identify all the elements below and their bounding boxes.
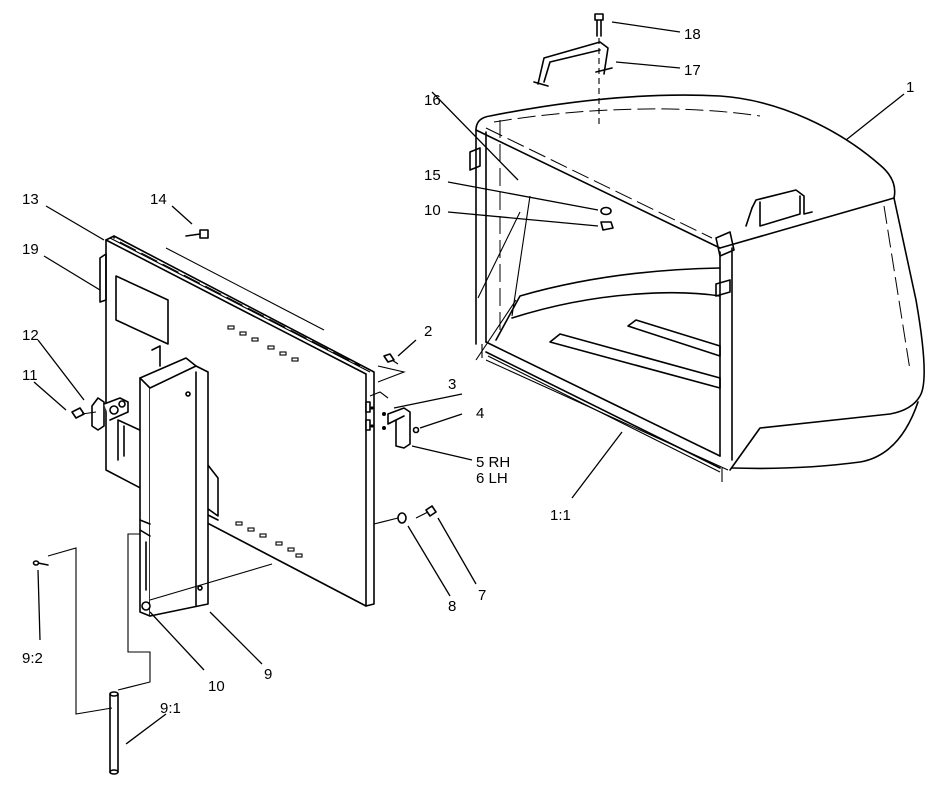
hinge-pin-9-1 — [109, 691, 119, 775]
callout-13: 13 — [22, 191, 39, 208]
callout-2: 2 — [424, 323, 432, 340]
grass-bag-hopper — [469, 94, 925, 482]
callout-10-top: 10 — [424, 202, 441, 219]
callout-17: 17 — [684, 62, 701, 79]
clip-12 — [91, 397, 129, 431]
callout-18: 18 — [684, 26, 701, 43]
bolt-11 — [71, 405, 119, 419]
callout-12: 12 — [22, 327, 39, 344]
callout-1-1: 1:1 — [550, 507, 571, 524]
callout-11: 11 — [22, 367, 38, 384]
washer-15 — [600, 206, 612, 216]
callout-8: 8 — [448, 598, 456, 615]
nut-10-panel — [141, 601, 151, 611]
nut-10-top — [600, 221, 614, 231]
callout-7: 7 — [478, 587, 486, 604]
callout-9: 9 — [264, 666, 272, 683]
rear-door-panel — [99, 235, 375, 607]
callout-5-rh: 5 RH — [476, 454, 510, 471]
leader-lines — [33, 21, 905, 745]
callout-16: 16 — [424, 92, 441, 109]
callout-1: 1 — [906, 79, 914, 96]
washer-8 — [397, 512, 407, 524]
latch-bracket-3 — [365, 401, 420, 449]
callout-6-lh: 6 LH — [476, 470, 508, 487]
alignment-lines — [47, 247, 406, 715]
callout-19: 19 — [22, 241, 39, 258]
cotter-pin-9-2 — [32, 560, 49, 566]
hinge-channel-9 — [139, 345, 209, 617]
bolt-7 — [415, 505, 437, 519]
callout-labels: 1 18 17 16 15 10 13 14 19 2 3 4 5 RH 6 L… — [22, 26, 914, 717]
callout-10-panel: 10 — [208, 678, 225, 695]
top-handle-17 — [533, 41, 613, 87]
callout-9-2: 9:2 — [22, 650, 43, 667]
callout-4: 4 — [476, 405, 484, 422]
callout-14: 14 — [150, 191, 167, 208]
callout-9-1: 9:1 — [160, 700, 181, 717]
bolt-18 — [594, 13, 604, 128]
bolt-2 — [383, 353, 399, 365]
callout-15: 15 — [424, 167, 441, 184]
callout-3: 3 — [448, 376, 456, 393]
bolt-14 — [185, 229, 209, 239]
